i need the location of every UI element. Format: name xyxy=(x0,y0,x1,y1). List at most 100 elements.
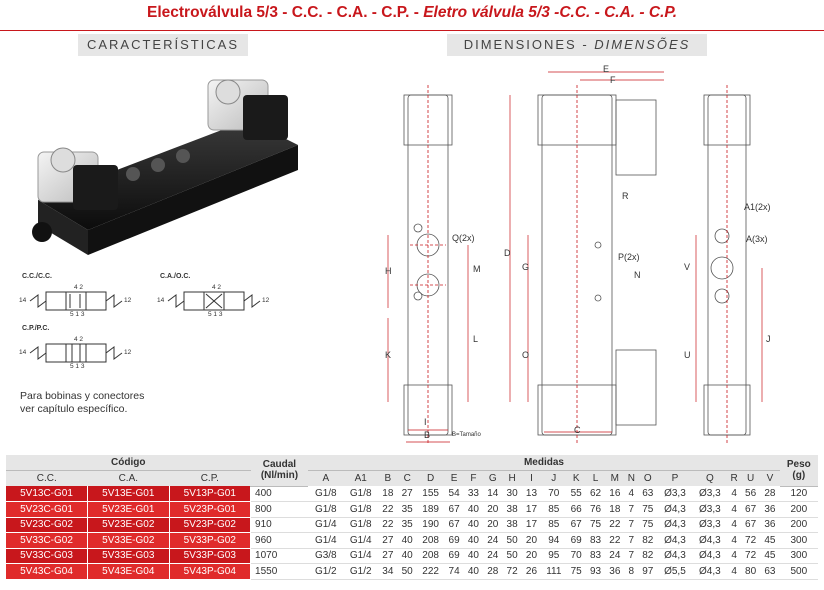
cell-dim-l: 83 xyxy=(585,532,606,549)
dim-label-p: P(2x) xyxy=(618,252,640,262)
cell-dim-o: 97 xyxy=(638,563,658,580)
schematic-ca-label: C.A./O.C. xyxy=(160,273,191,280)
cell-peso: 200 xyxy=(779,517,818,533)
dim-label-d: D xyxy=(504,248,511,258)
cell-dim-k: 70 xyxy=(566,548,586,564)
cell-dim-h: 38 xyxy=(502,501,522,518)
cell-dim-g: 24 xyxy=(483,532,503,549)
valve-product-image xyxy=(32,79,298,255)
cell-caudal: 1550 xyxy=(250,563,309,580)
cell-caudal: 910 xyxy=(250,517,309,533)
cell-dim-u: 67 xyxy=(740,517,761,533)
cell-dim-v: 45 xyxy=(760,548,780,564)
cell-dim-i: 20 xyxy=(521,532,542,549)
cell-dim-a: G1/2 xyxy=(308,563,344,580)
cell-dim-m: 24 xyxy=(605,548,625,564)
cell-code-cp: 5V43P-G04 xyxy=(169,563,252,580)
header-dim-j: J xyxy=(541,470,567,486)
cell-dim-q: Ø4,3 xyxy=(692,532,728,549)
dim-label-c: C xyxy=(574,425,581,435)
cell-dim-m: 18 xyxy=(605,501,625,518)
cell-dim-o: 63 xyxy=(638,486,658,502)
cell-dim-d: 190 xyxy=(416,517,445,533)
title-italic: Eletro válvula 5/3 -C.C. - C.A. - C.P. xyxy=(423,4,678,21)
cell-dim-o: 75 xyxy=(638,517,658,533)
cell-dim-v: 45 xyxy=(760,532,780,549)
dim-label-i: I xyxy=(424,417,427,427)
header-caudal-label: Caudal xyxy=(262,459,297,471)
port-bottom-cc: 5 1 3 xyxy=(70,311,85,318)
cell-code-cp: 5V13P-G01 xyxy=(169,486,252,502)
cell-dim-c: 27 xyxy=(397,486,417,502)
header-dim-d: D xyxy=(416,470,445,486)
cell-dim-l: 75 xyxy=(585,517,606,533)
dim-label-h: H xyxy=(385,266,392,276)
cell-dim-e: 74 xyxy=(444,563,464,580)
cell-dim-r: 4 xyxy=(727,548,741,564)
cell-code-cc: 5V13C-G01 xyxy=(6,486,89,502)
cell-dim-v: 28 xyxy=(760,486,780,502)
cell-dim-h: 38 xyxy=(502,517,522,533)
cell-code-ca: 5V23E-G02 xyxy=(87,517,170,533)
cell-dim-f: 40 xyxy=(463,563,484,580)
cell-caudal: 800 xyxy=(250,501,309,518)
section-characteristics: CARACTERÍSTICAS xyxy=(78,34,248,56)
dim-label-g: G xyxy=(522,262,530,272)
cell-dim-a1: G1/2 xyxy=(343,563,379,580)
cell-dim-a: G3/8 xyxy=(308,548,344,564)
cell-dim-r: 4 xyxy=(727,532,741,549)
cell-dim-c: 35 xyxy=(397,501,417,518)
dim-label-u: U xyxy=(684,350,691,360)
cell-dim-g: 14 xyxy=(483,486,503,502)
cell-dim-k: 75 xyxy=(566,563,586,580)
cell-dim-v: 36 xyxy=(760,501,780,518)
schematic-ca xyxy=(167,291,261,311)
cell-dim-o: 82 xyxy=(638,532,658,549)
port-bottom-ca: 5 1 3 xyxy=(208,311,223,318)
cell-dim-q: Ø4,3 xyxy=(692,548,728,564)
cell-dim-r: 4 xyxy=(727,563,741,580)
header-col-ca: C.A. xyxy=(87,470,170,486)
cell-dim-a: G1/4 xyxy=(308,532,344,549)
port-top-cp: 4 2 xyxy=(74,336,84,343)
cell-dim-j: 94 xyxy=(541,532,567,549)
header-dim-g: G xyxy=(483,470,503,486)
port-top-cc: 4 2 xyxy=(74,284,84,291)
cell-dim-c: 50 xyxy=(397,563,417,580)
header-dim-e: E xyxy=(444,470,464,486)
cell-dim-e: 54 xyxy=(444,486,464,502)
cell-peso: 300 xyxy=(779,532,818,549)
cell-code-cc: 5V33C-G02 xyxy=(6,532,89,549)
header-dim-i: I xyxy=(521,470,542,486)
cell-dim-n: 8 xyxy=(624,563,639,580)
cell-dim-n: 7 xyxy=(624,532,639,549)
cell-dim-d: 208 xyxy=(416,548,445,564)
cell-dim-a: G1/8 xyxy=(308,486,344,502)
cell-dim-h: 50 xyxy=(502,532,522,549)
cell-dim-n: 7 xyxy=(624,548,639,564)
cell-dim-i: 17 xyxy=(521,501,542,518)
cell-dim-h: 72 xyxy=(502,563,522,580)
cell-dim-j: 95 xyxy=(541,548,567,564)
cell-dim-k: 55 xyxy=(566,486,586,502)
cell-dim-b: 22 xyxy=(378,501,398,518)
page-title: Electroválvula 5/3 - C.C. - C.A. - C.P. … xyxy=(0,4,824,28)
cell-dim-n: 4 xyxy=(624,486,639,502)
cell-dim-m: 36 xyxy=(605,563,625,580)
cell-dim-b: 22 xyxy=(378,517,398,533)
dim-label-l: L xyxy=(473,334,479,344)
note-text: Para bobinas y conectores ver capítulo e… xyxy=(20,390,144,416)
dim-label-j: J xyxy=(766,334,771,344)
cell-code-ca: 5V33E-G02 xyxy=(87,532,170,549)
cell-dim-e: 69 xyxy=(444,548,464,564)
header-col-cc: C.C. xyxy=(6,470,88,486)
cell-dim-q: Ø3,3 xyxy=(692,486,728,502)
section-dimensions-label: DIMENSIONES - xyxy=(463,37,595,52)
section-characteristics-label: CARACTERÍSTICAS xyxy=(86,37,240,52)
cell-dim-f: 40 xyxy=(463,532,484,549)
cell-dim-p: Ø3,3 xyxy=(657,486,693,502)
